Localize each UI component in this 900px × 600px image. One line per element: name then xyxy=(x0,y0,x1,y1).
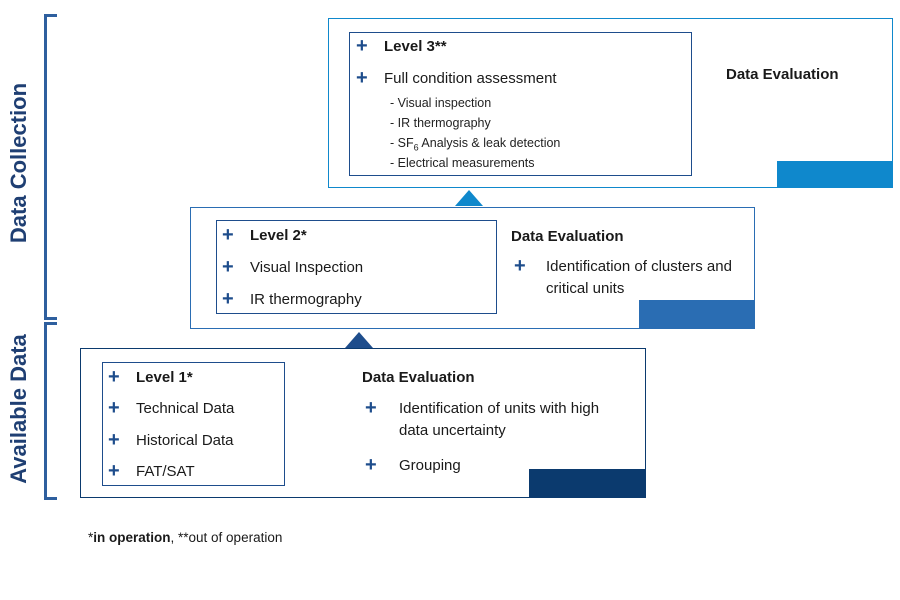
available-data-label: Available Data xyxy=(6,334,31,484)
arrow-level1-to-level2 xyxy=(345,332,373,348)
level3-item-row: + Full condition assessment xyxy=(356,68,557,90)
level1-box xyxy=(102,362,285,486)
level1-corner-block xyxy=(529,469,645,497)
plus-icon: + xyxy=(356,67,368,89)
footnote-bold: in operation xyxy=(93,530,171,545)
level2-item-row: + Visual Inspection xyxy=(222,257,363,279)
level3-corner-block xyxy=(777,161,892,187)
plus-icon: + xyxy=(356,35,368,57)
plus-icon: + xyxy=(108,460,120,482)
data-collection-bracket xyxy=(44,14,57,320)
level1-eval-item-1: Grouping xyxy=(399,457,461,474)
sf6-subscript: 6 xyxy=(413,142,419,153)
level1-title: Level 1* xyxy=(136,369,193,386)
plus-icon: + xyxy=(222,224,234,246)
level2-item-row: + IR thermography xyxy=(222,289,362,311)
level2-item-1: IR thermography xyxy=(250,291,362,308)
level1-item-1: Historical Data xyxy=(136,432,234,449)
plus-icon: + xyxy=(222,256,234,278)
level3-subitem-3: - Electrical measurements xyxy=(390,156,535,170)
level1-eval-row: + Identification of units with high data… xyxy=(365,398,615,442)
plus-icon: + xyxy=(108,429,120,451)
level3-subitem-0: - Visual inspection xyxy=(390,96,492,110)
level1-item-0: Technical Data xyxy=(136,400,235,417)
level1-item-row: + FAT/SAT xyxy=(108,461,195,483)
plus-icon: + xyxy=(365,454,377,476)
level2-item-0: Visual Inspection xyxy=(250,259,364,276)
level3-eval-title: Data Evaluation xyxy=(726,66,839,83)
plus-icon: + xyxy=(108,366,120,388)
level2-corner-block xyxy=(639,300,754,328)
level2-title-row: + Level 2* xyxy=(222,225,307,247)
plus-icon: + xyxy=(222,288,234,310)
level1-item-row: + Historical Data xyxy=(108,430,234,452)
level1-eval-row: + Grouping xyxy=(365,455,461,477)
level2-eval-row: + Identification of clusters and critica… xyxy=(514,256,734,300)
plus-icon: + xyxy=(108,397,120,419)
level2-eval-item-0: Identification of clusters and critical … xyxy=(546,258,732,297)
level3-item: Full condition assessment xyxy=(384,70,557,87)
arrow-level2-to-level3 xyxy=(455,190,483,206)
sf-text: - SF xyxy=(390,136,414,150)
plus-icon: + xyxy=(514,255,526,277)
level3-title: Level 3** xyxy=(384,38,447,55)
available-data-bracket xyxy=(44,322,57,500)
plus-icon: + xyxy=(365,397,377,419)
footnote-star: * xyxy=(88,530,94,545)
footnote: *in operation, **out of operation xyxy=(88,530,282,545)
level1-item-2: FAT/SAT xyxy=(136,463,195,480)
level3-title-row: + Level 3** xyxy=(356,36,447,58)
level2-box xyxy=(216,220,497,314)
level3-box xyxy=(349,32,692,176)
level1-item-row: + Technical Data xyxy=(108,398,234,420)
level3-subitem-1: - IR thermography xyxy=(390,116,491,130)
level1-eval-item-0: Identification of units with high data u… xyxy=(399,400,600,439)
level2-eval-title: Data Evaluation xyxy=(511,228,624,245)
sf6-rest: Analysis & leak detection xyxy=(418,136,561,150)
footnote-rest: , **out of operation xyxy=(170,530,283,545)
data-collection-label: Data Collection xyxy=(6,82,31,244)
level2-title: Level 2* xyxy=(250,227,307,244)
level3-subitem-2: - SF6 Analysis & leak detection xyxy=(390,133,560,158)
level1-title-row: + Level 1* xyxy=(108,367,193,389)
level1-eval-title: Data Evaluation xyxy=(362,369,475,386)
